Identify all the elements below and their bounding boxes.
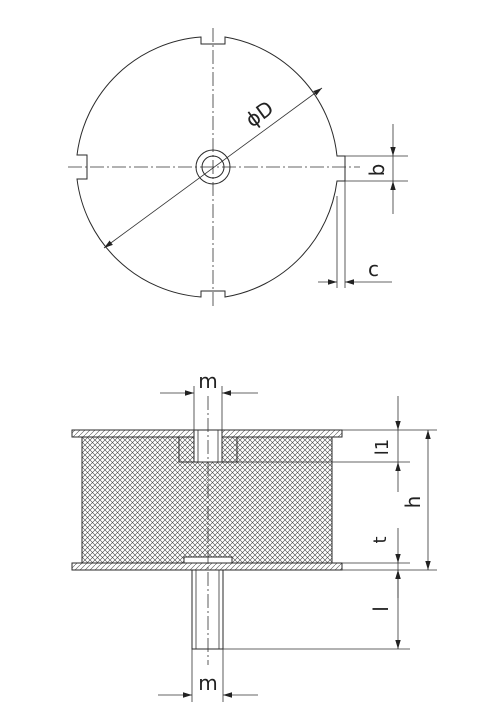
side-view: m m l1 h t l: [71, 369, 437, 702]
bottom-plate: [71, 562, 343, 571]
diameter-dimension-line: [103, 87, 323, 249]
l-label: l: [369, 606, 393, 612]
h-label: h: [401, 496, 425, 509]
notch-c-label: c: [368, 257, 379, 281]
t-label: t: [370, 536, 391, 543]
threaded-stud: [191, 569, 224, 650]
l1-label: l1: [372, 439, 393, 455]
diameter-label: ϕD: [241, 96, 278, 132]
m-bottom-label: m: [198, 671, 217, 695]
m-top-label: m: [198, 369, 217, 393]
notch-b-label: b: [365, 164, 389, 177]
top-view: ϕD b c: [68, 28, 408, 308]
